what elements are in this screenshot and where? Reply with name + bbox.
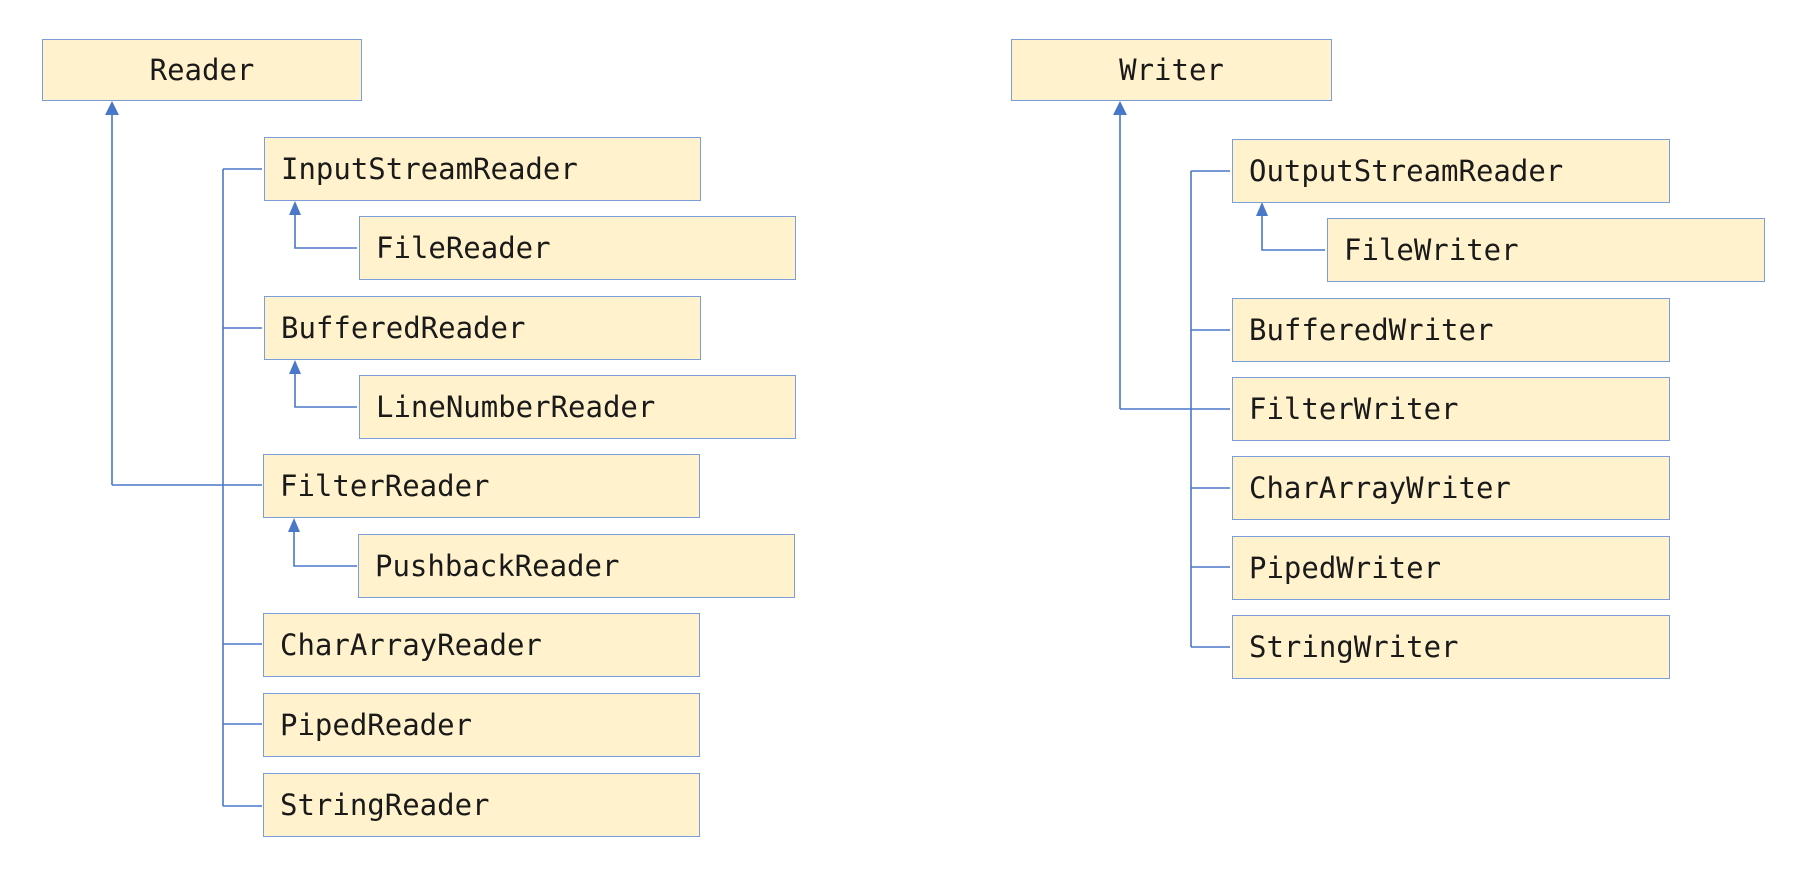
- filterreader-box: FilterReader: [263, 454, 700, 518]
- connector-filereader: [294, 215, 357, 249]
- writer-box: Writer: [1011, 39, 1332, 101]
- pipedreader-box: PipedReader: [263, 693, 700, 757]
- pushbackreader-arrowhead: [288, 518, 300, 532]
- filereader-box: FileReader: [359, 216, 796, 280]
- outputstreamreader-label: OutputStreamReader: [1249, 154, 1564, 188]
- inputstreamreader-label: InputStreamReader: [281, 152, 578, 186]
- stringwriter-label: StringWriter: [1249, 630, 1459, 664]
- filewriter-box: FileWriter: [1327, 218, 1765, 282]
- linenumberreader-label: LineNumberReader: [376, 390, 656, 424]
- stringwriter-box: StringWriter: [1232, 615, 1670, 679]
- pipedwriter-label: PipedWriter: [1249, 551, 1442, 585]
- filereader-label: FileReader: [376, 231, 551, 265]
- stringreader-box: StringReader: [263, 773, 700, 837]
- filterwriter-label: FilterWriter: [1249, 392, 1459, 426]
- chararrayreader-label: CharArrayReader: [280, 628, 542, 662]
- writer-label: Writer: [1119, 53, 1224, 87]
- linenumberreader-arrowhead: [289, 360, 301, 374]
- filterwriter-box: FilterWriter: [1232, 377, 1670, 441]
- outputstreamreader-box: OutputStreamReader: [1232, 139, 1670, 203]
- connector-filewriter: [1261, 216, 1325, 251]
- reader-box: Reader: [42, 39, 362, 101]
- chararraywriter-label: CharArrayWriter: [1249, 471, 1511, 505]
- bufferedreader-label: BufferedReader: [281, 311, 526, 345]
- reader-arrowhead: [105, 101, 119, 115]
- stringreader-label: StringReader: [280, 788, 490, 822]
- filewriter-arrowhead: [1256, 202, 1268, 216]
- reader-label: Reader: [149, 53, 255, 87]
- bufferedwriter-label: BufferedWriter: [1249, 313, 1494, 347]
- bufferedwriter-box: BufferedWriter: [1232, 298, 1670, 362]
- chararraywriter-box: CharArrayWriter: [1232, 456, 1670, 520]
- pushbackreader-label: PushbackReader: [375, 549, 620, 583]
- filereader-arrowhead: [289, 201, 301, 215]
- pipedreader-label: PipedReader: [280, 708, 473, 742]
- connector-pushbackreader: [293, 532, 357, 567]
- pipedwriter-box: PipedWriter: [1232, 536, 1670, 600]
- bufferedreader-box: BufferedReader: [264, 296, 701, 360]
- chararrayreader-box: CharArrayReader: [263, 613, 700, 677]
- inputstreamreader-box: InputStreamReader: [264, 137, 701, 201]
- pushbackreader-box: PushbackReader: [358, 534, 795, 598]
- writer-arrowhead: [1113, 101, 1127, 115]
- filterreader-label: FilterReader: [280, 469, 490, 503]
- filewriter-label: FileWriter: [1344, 233, 1519, 267]
- linenumberreader-box: LineNumberReader: [359, 375, 796, 439]
- connector-linenumberreader: [294, 374, 357, 408]
